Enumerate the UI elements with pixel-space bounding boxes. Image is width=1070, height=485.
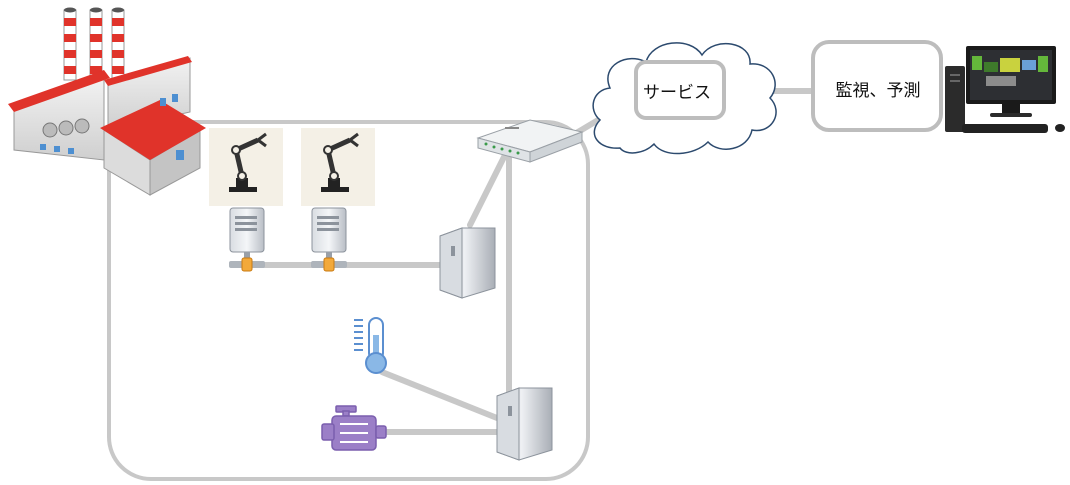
factory-icon	[8, 7, 206, 196]
service-box	[634, 60, 726, 120]
desktop-computer-icon	[945, 46, 1065, 133]
robot-arm-icon	[301, 128, 375, 206]
server-icon	[311, 207, 347, 272]
server-icon	[496, 387, 553, 461]
plant-boundary	[107, 120, 590, 481]
monitor-box	[811, 40, 943, 132]
link-gateway-to-router	[467, 152, 508, 228]
thermometer-icon	[354, 317, 387, 374]
link-thermometer-to-sensor-gateway	[379, 369, 500, 421]
router-icon	[476, 119, 584, 163]
engine-icon	[321, 405, 387, 451]
server-icon	[439, 227, 496, 299]
server-icon	[229, 207, 265, 272]
service-label: サービス	[643, 83, 711, 103]
robot-arm-icon	[209, 128, 283, 206]
monitor-label: 監視、予測	[835, 81, 921, 101]
